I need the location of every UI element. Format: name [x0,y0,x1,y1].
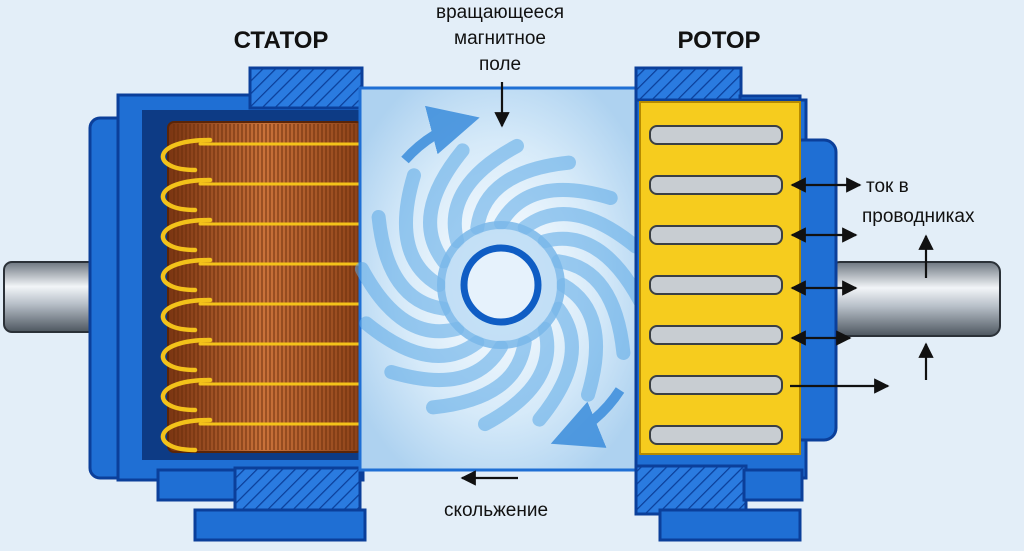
current-label-line2: проводниках [862,206,975,227]
swirl-blade [384,340,508,388]
stator-coils [160,137,362,453]
rotor-bar [649,225,783,245]
rotor-bar [649,375,783,395]
swirl-blade [371,210,451,316]
swirl-blade [398,168,446,292]
swirl-blade [556,278,604,402]
coil-loop [160,377,213,413]
rotor-bar [649,275,783,295]
field-label-line1: вращающееся [436,2,564,23]
swirl-blade [423,143,470,269]
current-label-line1: ток в [866,176,909,197]
field-label-line2: магнитное [454,28,546,49]
rotor-core [639,101,801,455]
swirl-blade [426,335,532,415]
swirl-blade [494,182,618,230]
rotor-label: РОТОР [677,27,760,54]
current-arrows [460,82,934,486]
coil-loop [160,417,213,453]
swirl-blade [532,301,579,427]
rotating-field-region [354,86,648,472]
coil-loop [160,137,213,173]
swirl-blade [551,254,631,360]
stator-label: СТАТОР [234,27,329,54]
coil-loop [160,337,213,373]
coil-loop [160,177,213,213]
swirl-blade [517,207,643,254]
rotor-bar [649,175,783,195]
swirl-blade [478,321,555,432]
field-swirl [354,138,648,432]
coil-loop [160,257,213,293]
swirl-blade [537,231,648,308]
rotor-bar [649,425,783,445]
swirl-blade [447,138,524,249]
field-label-line3: поле [479,54,521,75]
swirl-blade [470,155,576,235]
stator-winding-core [167,121,363,453]
swirl-blade [354,262,465,339]
slip-label: скольжение [444,500,548,521]
coil-loop [160,217,213,253]
rotor-bar [649,325,783,345]
swirl-blade [359,316,485,363]
right-shaft [829,261,1001,337]
coil-loop [160,297,213,333]
rotor-bar [649,125,783,145]
